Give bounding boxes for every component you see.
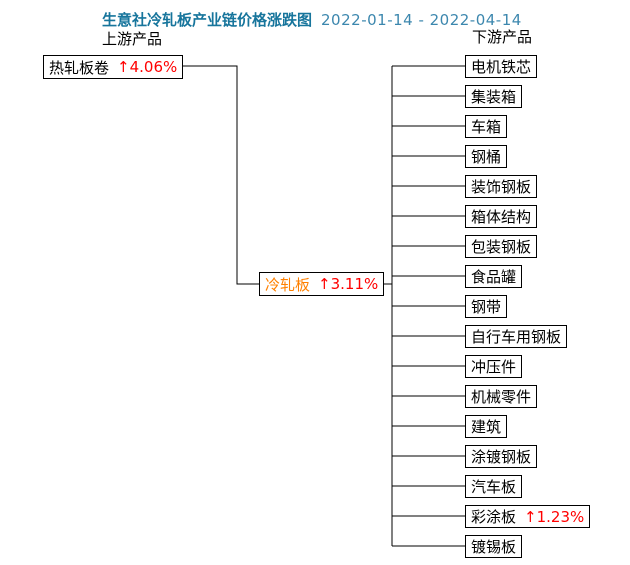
node-name: 车箱 bbox=[471, 118, 502, 136]
node-name: 食品罐 bbox=[471, 268, 517, 286]
node-change: ↑3.11% bbox=[318, 275, 379, 293]
node-name: 涂镀钢板 bbox=[471, 448, 532, 466]
downstream-node[interactable]: 冲压件 bbox=[465, 355, 523, 378]
node-name: 机械零件 bbox=[471, 388, 532, 406]
downstream-node[interactable]: 涂镀钢板 bbox=[465, 445, 538, 468]
node-name: 钢桶 bbox=[471, 148, 502, 166]
downstream-node[interactable]: 食品罐 bbox=[465, 265, 523, 288]
downstream-node[interactable]: 建筑 bbox=[465, 415, 508, 438]
node-name: 箱体结构 bbox=[471, 208, 532, 226]
node-hot-rolled-coil[interactable]: 热轧板卷 ↑4.06% bbox=[43, 55, 184, 79]
downstream-node[interactable]: 电机铁芯 bbox=[465, 55, 538, 78]
node-name: 彩涂板 bbox=[471, 508, 517, 526]
node-name: 包装钢板 bbox=[471, 238, 532, 256]
chart-title-text: 生意社冷轧板产业链价格涨跌图 bbox=[102, 11, 313, 29]
node-name: 冲压件 bbox=[471, 358, 517, 376]
downstream-node[interactable]: 机械零件 bbox=[465, 385, 538, 408]
chart-date-range: 2022-01-14 - 2022-04-14 bbox=[321, 11, 522, 29]
node-name: 自行车用钢板 bbox=[471, 328, 562, 346]
downstream-node[interactable]: 集装箱 bbox=[465, 85, 523, 108]
downstream-node[interactable]: 包装钢板 bbox=[465, 235, 538, 258]
node-name: 集装箱 bbox=[471, 88, 517, 106]
node-name: 钢带 bbox=[471, 298, 502, 316]
downstream-node[interactable]: 彩涂板 ↑1.23% bbox=[465, 505, 591, 528]
node-name: 建筑 bbox=[471, 418, 502, 436]
downstream-node[interactable]: 钢桶 bbox=[465, 145, 508, 168]
downstream-node[interactable]: 自行车用钢板 bbox=[465, 325, 568, 348]
downstream-node[interactable]: 装饰钢板 bbox=[465, 175, 538, 198]
node-change: ↑1.23% bbox=[524, 507, 585, 526]
node-cold-rolled-sheet[interactable]: 冷轧板 ↑3.11% bbox=[259, 272, 385, 296]
node-name: 镀锡板 bbox=[471, 538, 517, 556]
downstream-node[interactable]: 箱体结构 bbox=[465, 205, 538, 228]
node-name: 装饰钢板 bbox=[471, 178, 532, 196]
downstream-label: 下游产品 bbox=[472, 28, 533, 46]
node-name: 电机铁芯 bbox=[471, 58, 532, 76]
node-name: 热轧板卷 bbox=[49, 58, 110, 77]
upstream-label: 上游产品 bbox=[102, 30, 163, 48]
node-name: 汽车板 bbox=[471, 478, 517, 496]
chart-title: 生意社冷轧板产业链价格涨跌图 2022-01-14 - 2022-04-14 bbox=[102, 9, 522, 30]
downstream-node[interactable]: 钢带 bbox=[465, 295, 508, 318]
node-change: ↑4.06% bbox=[117, 58, 178, 76]
node-name: 冷轧板 bbox=[265, 275, 311, 294]
downstream-node[interactable]: 镀锡板 bbox=[465, 535, 523, 558]
downstream-node[interactable]: 车箱 bbox=[465, 115, 508, 138]
downstream-node[interactable]: 汽车板 bbox=[465, 475, 523, 498]
